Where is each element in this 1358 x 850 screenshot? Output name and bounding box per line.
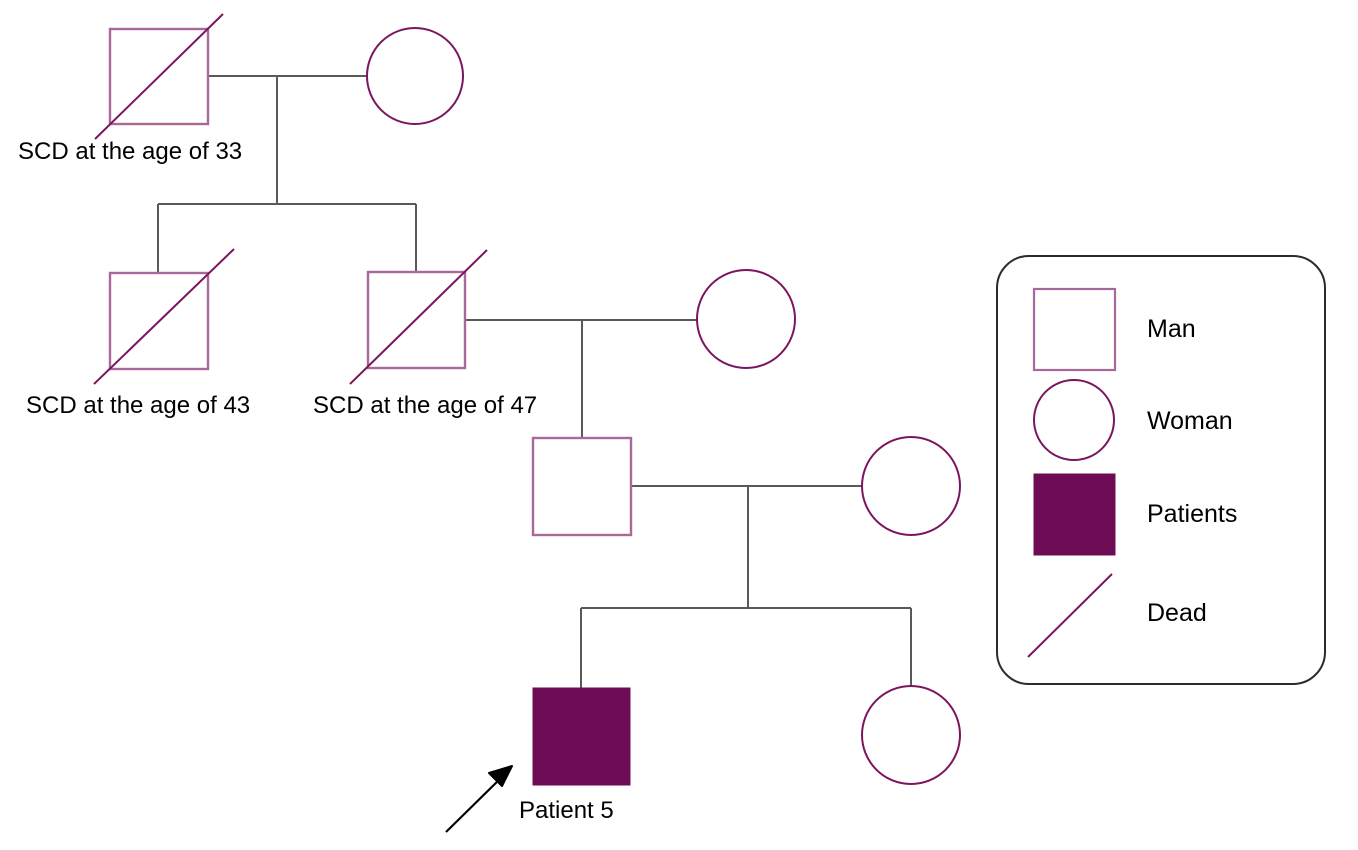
legend-label-patients: Patients	[1147, 500, 1238, 528]
legend-panel	[996, 255, 1326, 685]
individual-IV-2[interactable]	[861, 685, 961, 785]
individual-III-2[interactable]	[861, 436, 961, 536]
symbol-square-male[interactable]	[531, 436, 633, 537]
legend-swatch-man	[1032, 287, 1117, 372]
label-scd-33: SCD at the age of 33	[18, 138, 243, 165]
individual-I-1[interactable]	[94, 13, 224, 140]
individual-IV-1[interactable]	[532, 687, 631, 786]
deceased-slash-icon	[349, 249, 488, 385]
symbol-square-male-affected[interactable]	[532, 687, 631, 786]
individual-III-1[interactable]	[531, 436, 633, 537]
deceased-slash-icon	[94, 13, 224, 140]
legend-label-woman: Woman	[1147, 407, 1233, 435]
symbol-circle-female[interactable]	[366, 27, 464, 125]
legend-swatch-dead	[1027, 573, 1113, 658]
connector-lines	[156, 74, 913, 690]
individual-II-3[interactable]	[696, 269, 796, 369]
individual-II-2[interactable]	[349, 249, 488, 385]
deceased-slash-icon	[93, 248, 235, 385]
legend-label-man: Man	[1147, 315, 1196, 343]
legend-label-dead: Dead	[1147, 599, 1207, 627]
proband-arrow-icon	[445, 765, 513, 833]
individual-II-1[interactable]	[93, 248, 235, 385]
symbol-circle-female[interactable]	[861, 685, 961, 785]
legend-swatch-woman	[1033, 379, 1115, 461]
symbol-circle-female[interactable]	[696, 269, 796, 369]
label-scd-43: SCD at the age of 43	[26, 392, 251, 419]
label-patient-5: Patient 5	[519, 797, 614, 824]
label-scd-47: SCD at the age of 47	[313, 392, 538, 419]
symbol-circle-female[interactable]	[861, 436, 961, 536]
individual-I-2[interactable]	[366, 27, 464, 125]
legend-swatch-patients	[1033, 473, 1116, 556]
